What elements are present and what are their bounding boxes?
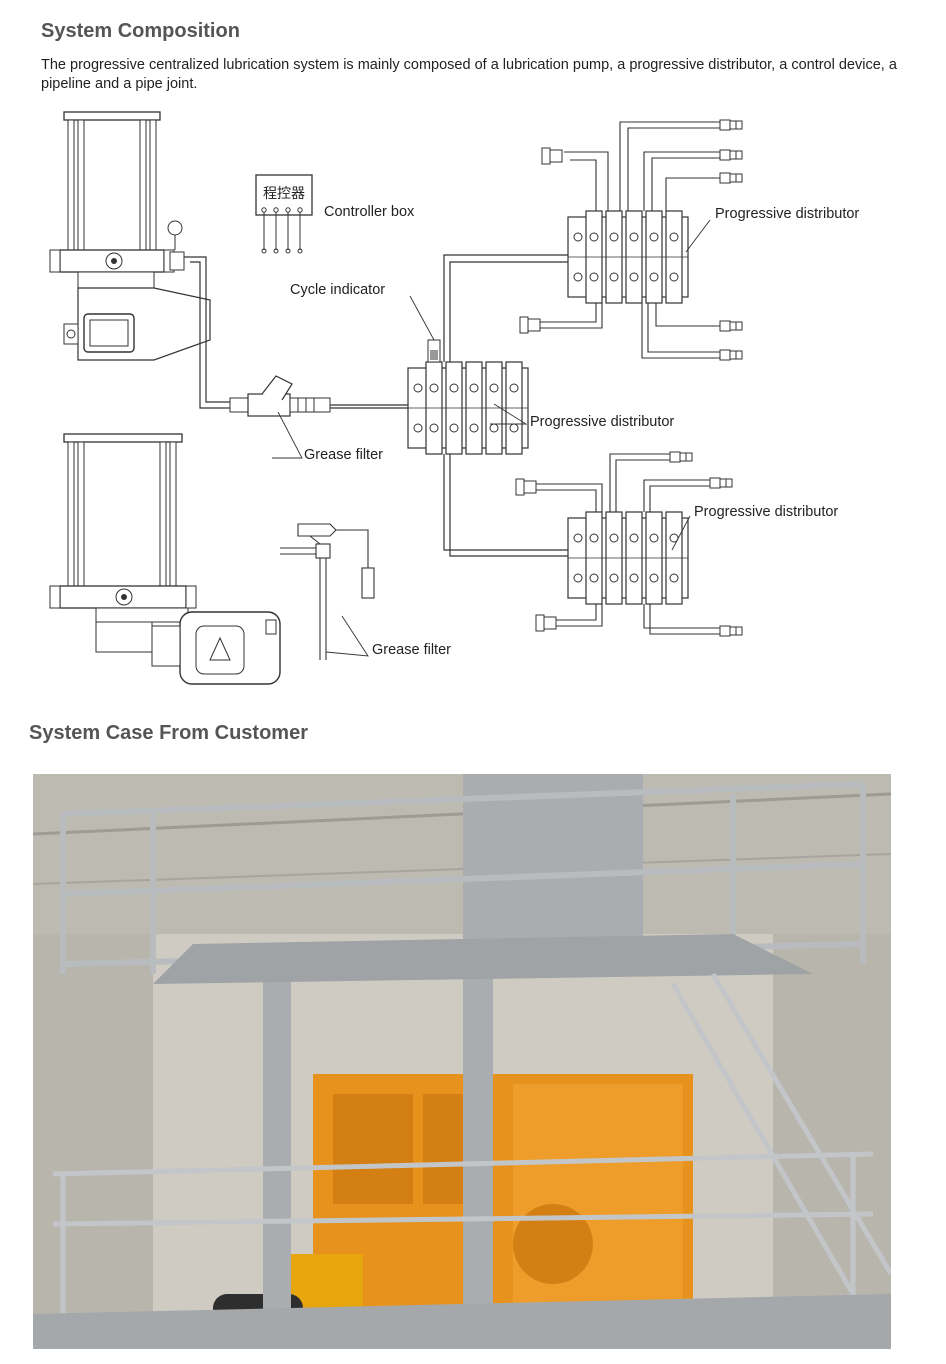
label-cycle-indicator: Cycle indicator [290,282,385,298]
grease-filter-barrel [280,523,375,660]
system-composition-diagram: 程控器 [49,111,859,685]
controller-box: 程控器 [255,174,313,254]
label-progressive-distributor-bottom: Progressive distributor [694,504,838,520]
controller-box-chars: 程控器 [263,185,305,201]
section-title-system-composition: System Composition [41,20,240,42]
label-progressive-distributor-top: Progressive distributor [715,206,859,222]
customer-case-illustration [33,774,891,1349]
main-pipeline [184,256,408,409]
label-controller-box: Controller box [324,204,415,220]
section-title-system-case: System Case From Customer [29,722,308,744]
label-progressive-distributor-center: Progressive distributor [530,414,674,430]
label-grease-filter-barrel: Grease filter [372,642,451,658]
grease-filter-inline [229,375,331,417]
progressive-distributor-top [567,210,689,304]
lubrication-pump-bottom [49,433,281,685]
label-grease-filter-inline: Grease filter [304,447,383,463]
top-distributor-outlets [530,121,720,359]
bottom-distributor-outlets [528,453,720,635]
progressive-distributor-center [407,339,529,455]
progressive-distributor-bottom [567,511,689,605]
lubrication-pump-top [49,111,211,361]
leader-lines [272,219,711,657]
branch-pipelines [443,254,568,557]
customer-case-photo [33,774,891,1349]
intro-paragraph: The progressive centralized lubrication … [41,57,897,92]
